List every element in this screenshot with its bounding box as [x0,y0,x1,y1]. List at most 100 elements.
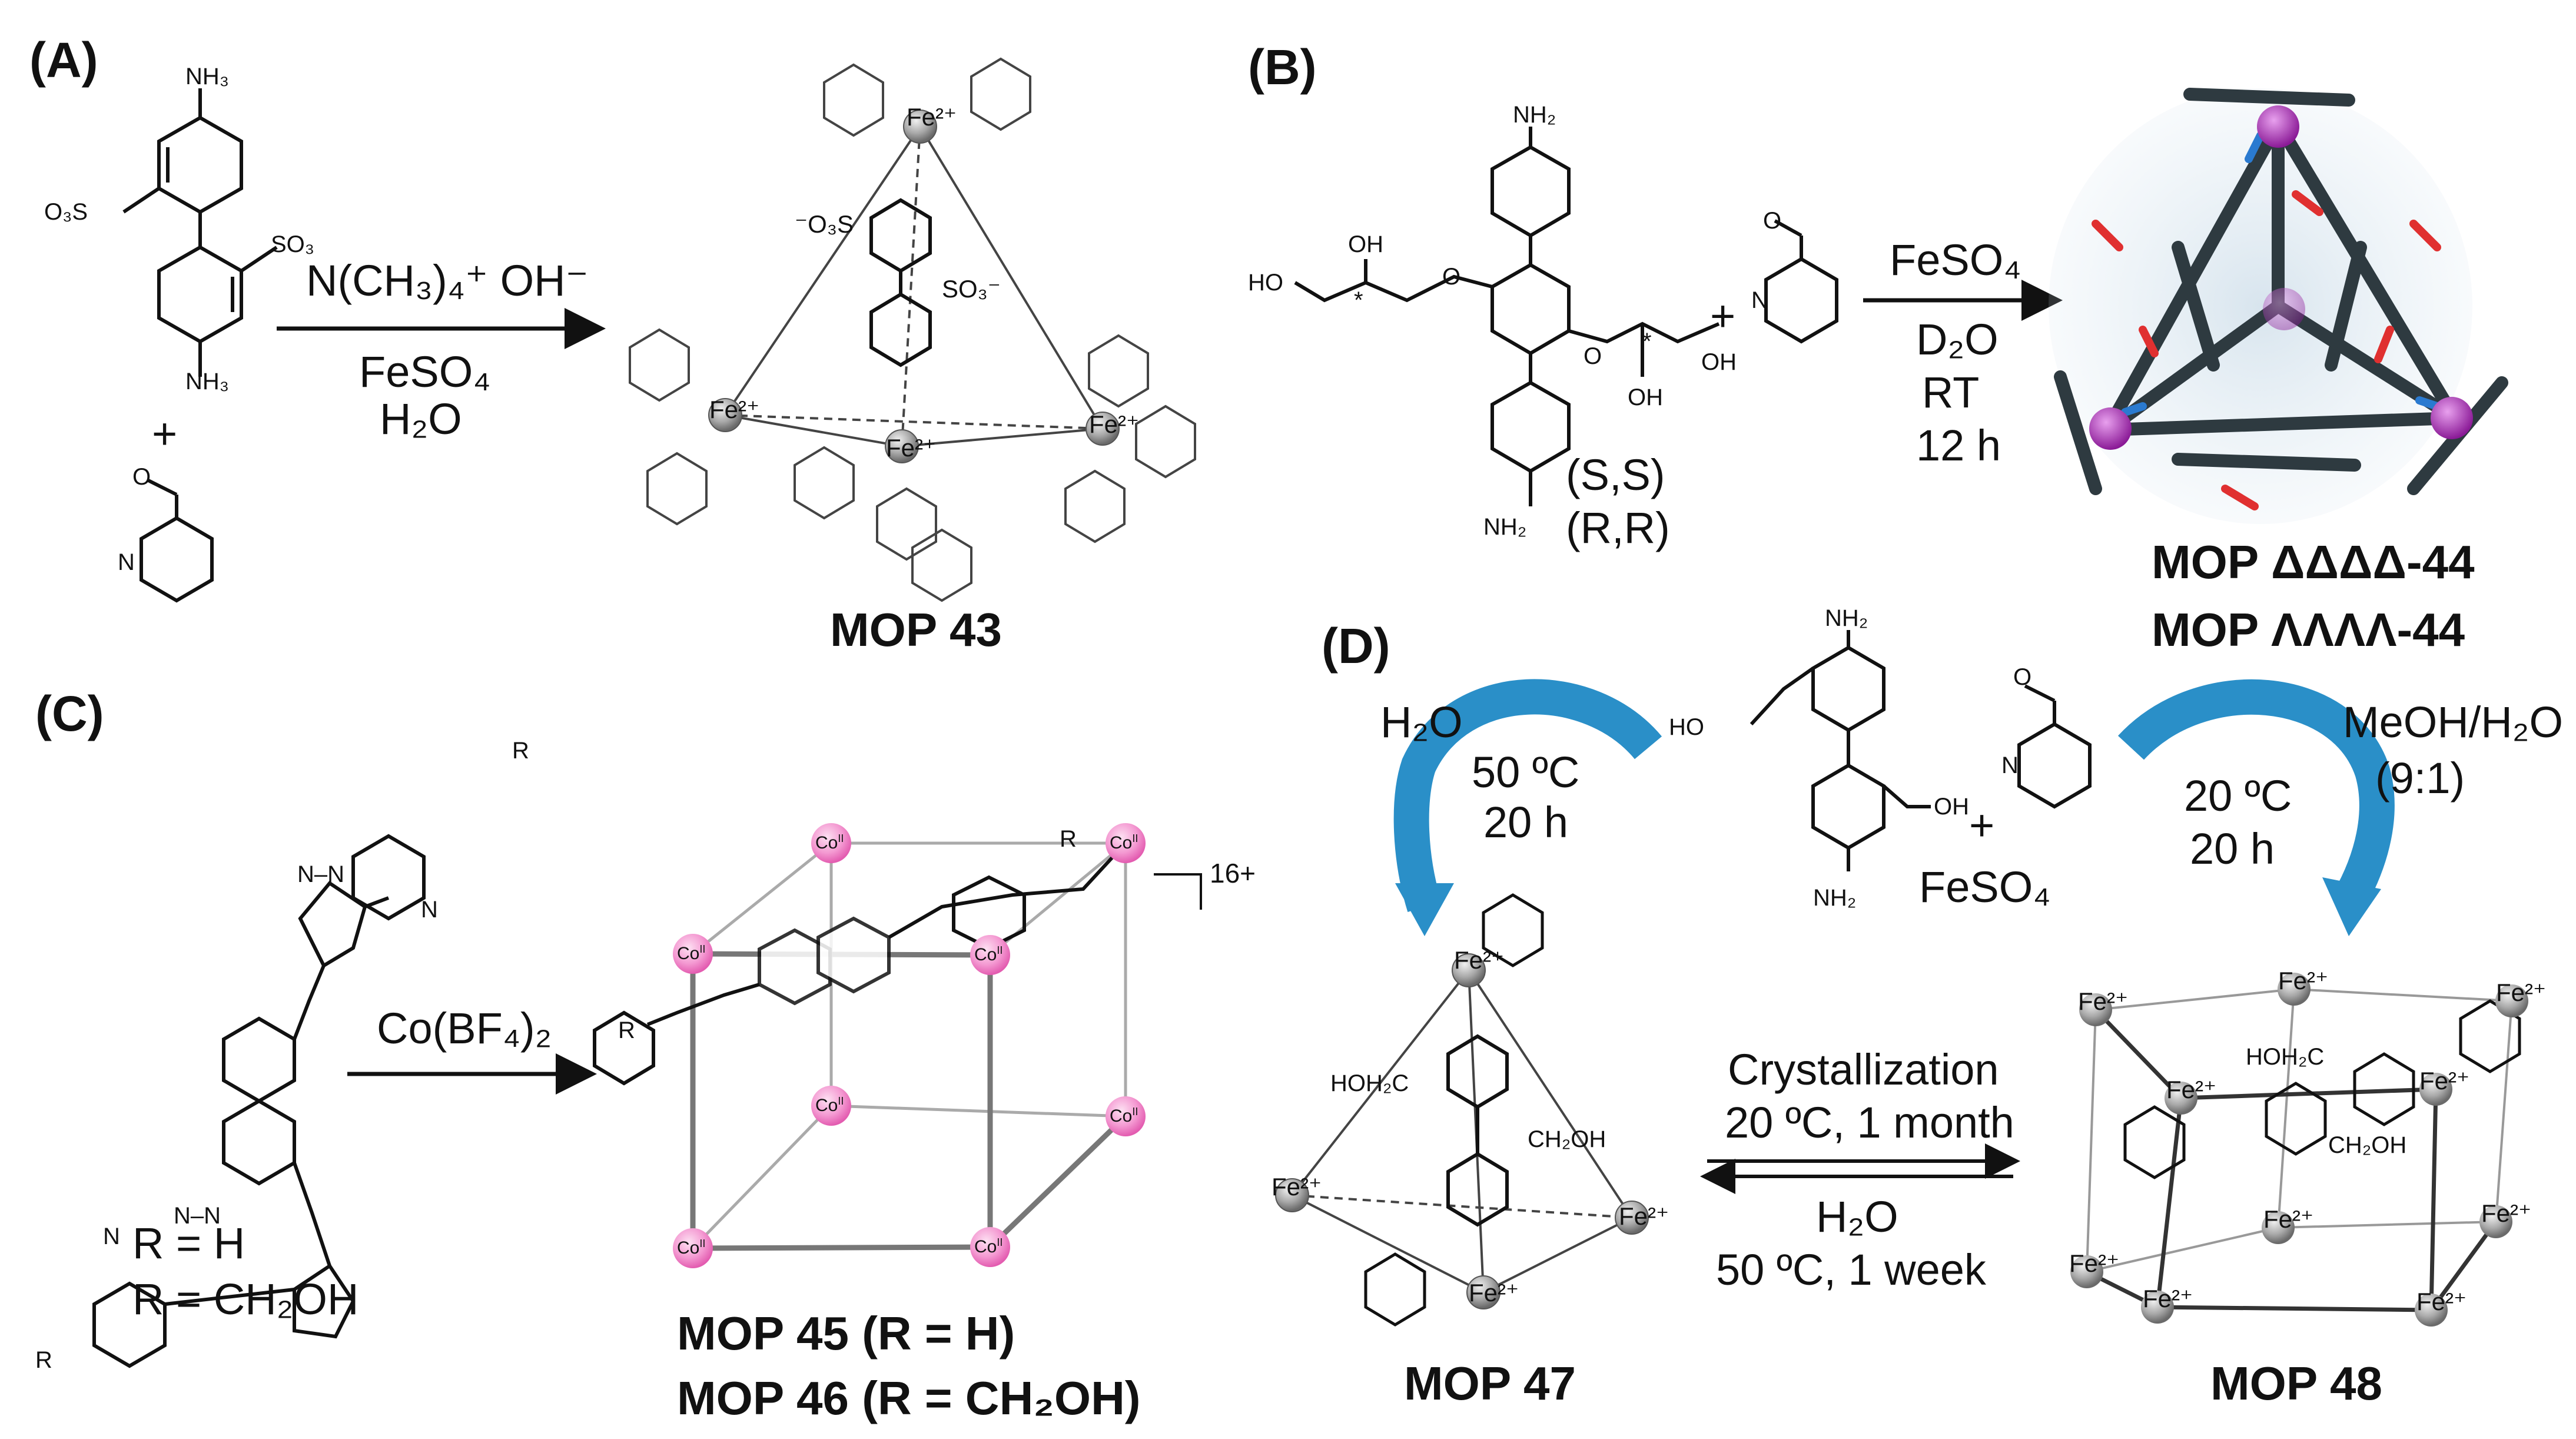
cage-so3-b: SO₃⁻ [942,275,1001,303]
co-label-7: CoII [677,1238,706,1258]
cage-so3-a: ⁻O₃S [795,210,854,238]
panel-a-label: (A) [29,32,98,88]
co-label-3: CoII [677,943,706,963]
panel-d-aldehyde-o: O [2013,664,2032,690]
mop43-fe-right [1085,412,1120,446]
mop45-cube-edges [593,841,1202,1251]
panel-d-reverse-2: 50 ºC, 1 week [1716,1245,1986,1294]
panel-c-ligand [92,834,426,1368]
panel-b-oh-bottom: OH [1628,384,1663,410]
panel-c-r-top: R [512,738,529,764]
panel-a-aldehyde-o: O [132,464,151,490]
panel-c-label: (C) [35,686,104,741]
mop44-model [2049,88,2508,524]
co-6 [1106,1096,1146,1136]
stereo-ss: (S,S) [1566,450,1665,499]
panel-d-feso4: FeSO₄ [1919,863,2051,911]
co-label-2: CoII [1110,833,1138,853]
panel-d-left-temp: 50 ºC [1472,748,1580,797]
panel-d-curved-arrow-right [2117,679,2395,910]
panel-b-reagent [1294,127,1720,506]
panel-b-cond-d2o: D₂O [1916,315,1999,364]
mop43-fe-label-center: Fe²⁺ [886,434,937,462]
mop48-fe-9: Fe²⁺ [2143,1285,2193,1312]
r-equals-ch2oh: R = CH₂OH [132,1275,359,1324]
panel-b-o-right: O [1584,343,1602,369]
panel-b-aldehyde-o: O [1763,208,1782,234]
panel-b-star-left: * [1354,287,1363,313]
panel-b-oh-left: OH [1348,231,1383,257]
nh3-bottom-label: NH₃ [185,369,230,394]
panel-b-aldehyde-n: N [1751,287,1768,313]
mop43-fe-top [903,110,937,144]
panel-c-reagent: Co(BF₄)₂ [377,1004,552,1053]
panel-d-right-ratio: (9:1) [2375,754,2465,803]
panel-a-cond-water: H₂O [380,394,462,443]
co-1 [811,823,851,863]
mop43-fe-label-right: Fe²⁺ [1089,410,1140,438]
co-2 [1106,823,1146,863]
panel-a-plus: + [152,409,178,458]
panel-b-cond-rt: RT [1922,368,1980,417]
mop48-label: MOP 48 [2210,1357,2382,1410]
panel-d-right-solvent: MeOH/H₂O [2343,698,2564,747]
so3-right-label: SO₃ [271,231,315,257]
nh3-top-label: NH₃ [185,64,230,89]
mop48-fe-4: Fe²⁺ [2166,1076,2217,1103]
mop44-delta-label: MOP ΔΔΔΔ-44 [2152,536,2475,588]
mop45-label: MOP 45 (R = H) [677,1307,1015,1360]
co-label-4: CoII [974,944,1003,964]
mop48-hoh2c: HOH₂C [2246,1044,2325,1070]
panel-d-nh2-bottom: NH₂ [1813,885,1857,911]
mop48-fe-10: Fe²⁺ [2416,1288,2467,1315]
mop48-fe-1: Fe²⁺ [2278,967,2329,994]
co-label-1: CoII [815,833,844,853]
so3-left-label: O₃S [44,199,88,225]
panel-d-left-time: 20 h [1483,798,1569,847]
panel-a-cond-base: N(CH₃)₄⁺ OH⁻ [306,256,589,305]
co-5 [811,1086,851,1126]
panel-a-reagent [122,88,278,377]
mop47-fe-left: Fe²⁺ [1272,1173,1322,1201]
mop47-ch2oh: CH₂OH [1528,1126,1606,1152]
panel-b-oh-right: OH [1701,349,1737,375]
panel-d-ho: HO [1669,714,1704,740]
mop43-fe-left [708,398,742,432]
co-8 [970,1227,1010,1267]
mop47-hoh2c: HOH₂C [1330,1070,1409,1096]
panel-d-left-solvent: H₂O [1380,698,1463,747]
co-4 [970,935,1010,975]
mop48-cage [2086,987,2521,1312]
mop48-iron-centers [2070,973,2528,1327]
mop47-fe-bottom: Fe²⁺ [1469,1279,1519,1307]
panel-b-o-left: O [1442,264,1461,290]
mop43-cage [629,57,1196,602]
mop47-cage [1291,893,1633,1327]
panel-c-n-bottom: N [103,1224,120,1249]
mop47-label: MOP 47 [1404,1357,1576,1410]
panel-b-pyridine-aldehyde [1764,219,1838,344]
panel-c-r-bottom: R [35,1347,52,1373]
co-label-5: CoII [815,1095,844,1115]
panel-c-n-top: N [421,897,438,923]
panel-b-nh2-top: NH₂ [1513,102,1556,128]
mop47-fe-right: Fe²⁺ [1619,1202,1669,1230]
panel-d-right-temp: 20 ºC [2184,771,2292,820]
mop47-fe-top: Fe²⁺ [1454,946,1505,974]
mop43-fe-label-top: Fe²⁺ [907,103,957,131]
panel-a-pyridine-aldehyde [140,478,214,603]
r-equals-h: R = H [132,1219,245,1268]
panel-b-star-right: * [1642,329,1652,354]
co-label-6: CoII [1110,1106,1138,1126]
mop43-label: MOP 43 [830,604,1002,656]
panel-b-ho: HO [1248,270,1283,296]
panel-d-reagent [1750,630,1931,871]
mop46-label: MOP 46 (R = CH₂OH) [677,1372,1141,1424]
mop48-fe-7: Fe²⁺ [2481,1199,2532,1227]
panel-c-nn-top: N–N [297,861,345,887]
panel-d-right-time: 20 h [2190,824,2275,873]
panel-c-r-cage: R [618,1017,635,1043]
panel-d-oh: OH [1934,794,1969,820]
mop48-fe-8: Fe²⁺ [2069,1249,2120,1277]
